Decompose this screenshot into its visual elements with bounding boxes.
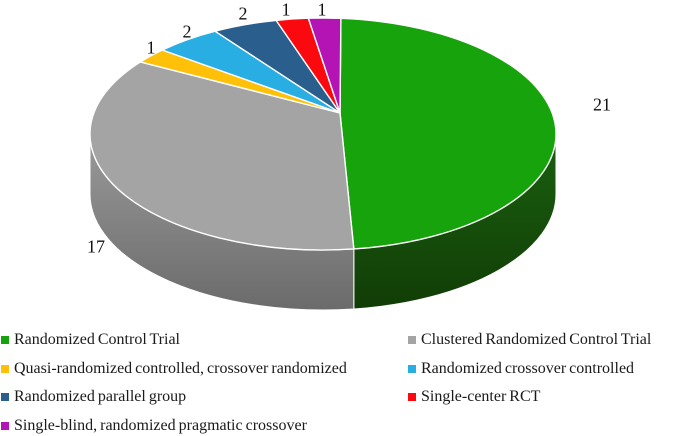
legend-item-single-center-rct: Single-center RCT: [408, 383, 651, 412]
legend-swatch-icon: [1, 336, 9, 345]
slice-value-label: 2: [239, 3, 248, 23]
legend-swatch-icon: [408, 336, 416, 345]
slice-value-label: 1: [282, 0, 291, 19]
legend-swatch-icon: [408, 393, 416, 402]
pie-slice-single-blind-randomized-pragmatic-crossover: [307, 17, 342, 114]
legend-label: Single-blind, randomized pragmatic cross…: [14, 416, 307, 434]
pie-slice-randomized-control-trial: [339, 17, 557, 250]
slice-value-label: 17: [87, 236, 105, 256]
legend-label: Randomized parallel group: [14, 388, 187, 406]
legend-item-quasi-randomized-controlled-crossover-randomized: Quasi-randomized controlled, crossover r…: [1, 355, 347, 384]
legend-label: Quasi-randomized controlled, crossover r…: [14, 359, 347, 377]
legend-item-randomized-crossover-controlled: Randomized crossover controlled: [408, 355, 651, 384]
legend-swatch-icon: [1, 393, 9, 402]
slice-value-label: 1: [147, 37, 156, 57]
legend-item-randomized-control-trial: Randomized Control Trial: [1, 326, 347, 355]
legend-label: Randomized Control Trial: [14, 331, 180, 349]
legend-item-single-blind-randomized-pragmatic-crossover: Single-blind, randomized pragmatic cross…: [1, 412, 347, 436]
slice-value-label: 2: [183, 21, 192, 41]
legend-swatch-icon: [1, 421, 9, 430]
legend-swatch-icon: [408, 364, 416, 373]
slice-value-label: 1: [318, 0, 327, 19]
slice-value-label: 21: [593, 94, 611, 114]
legend-swatch-icon: [1, 364, 9, 373]
legend-label: Randomized crossover controlled: [421, 359, 635, 377]
legend-item-clustered-randomized-control-trial: Clustered Randomized Control Trial: [408, 326, 651, 355]
legend-label: Single-center RCT: [421, 388, 541, 406]
pie-slice-clustered-randomized-control-trial: [89, 61, 355, 251]
legend-label: Clustered Randomized Control Trial: [421, 331, 652, 349]
pie-tops-group: [89, 17, 557, 251]
legend-item-randomized-parallel-group: Randomized parallel group: [1, 383, 347, 412]
